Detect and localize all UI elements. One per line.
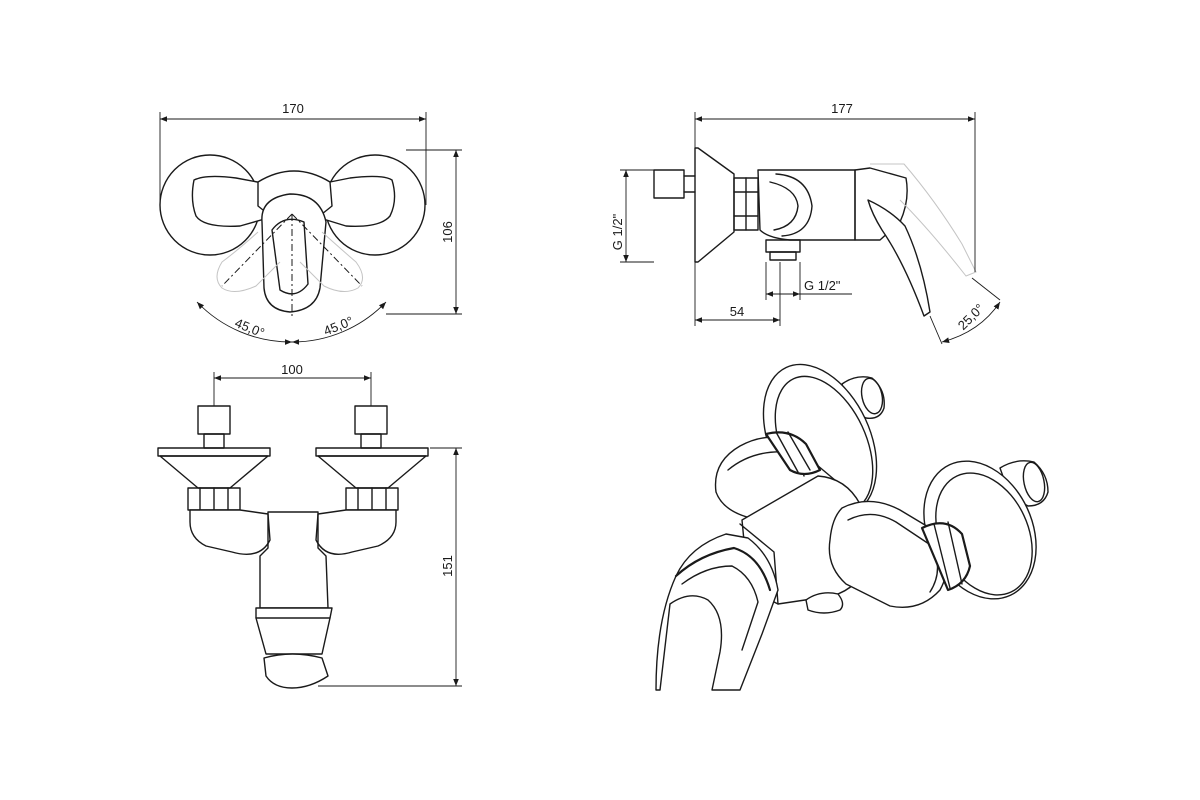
- top-left-arm: [189, 509, 271, 555]
- side-lever: [867, 199, 931, 317]
- front-lever-inner: [271, 218, 309, 295]
- dim-top-spacing: 100: [281, 362, 303, 377]
- top-right-arm: [315, 509, 397, 555]
- top-right-cone: [317, 455, 427, 489]
- top-right-nipple: [354, 405, 388, 435]
- dim-front-height: 106: [440, 221, 455, 243]
- dim-side-inlet-thread: G 1/2": [610, 213, 625, 250]
- front-axis-left: [221, 213, 293, 287]
- front-lever-ghost-right: [299, 231, 363, 292]
- dim-side-outlet-thread: G 1/2": [804, 278, 841, 293]
- side-outlet: [765, 239, 801, 253]
- dim-side-depth: 54: [730, 304, 744, 319]
- top-right-flange: [315, 447, 429, 457]
- front-axis-right: [291, 213, 363, 287]
- iso-outlet: [805, 592, 844, 614]
- iso-right-arm: [828, 500, 949, 608]
- iso-lever: [655, 533, 779, 691]
- top-cartridge: [255, 607, 333, 655]
- top-left-nipple: [197, 405, 231, 435]
- dim-side-angle: 25,0°: [955, 301, 987, 333]
- dim-angle-left: 45,0°: [233, 315, 267, 340]
- front-view: 170 106 45,0° 45,0°: [159, 101, 462, 345]
- top-body: [259, 511, 329, 609]
- dim-side-length: 177: [831, 101, 853, 116]
- front-left-arm: [191, 175, 269, 227]
- side-inlet-nipple: [653, 169, 685, 199]
- top-left-cone: [159, 455, 269, 489]
- dim-angle-right: 45,0°: [321, 313, 355, 338]
- front-right-arm: [319, 175, 396, 227]
- side-outlet-thread: [769, 251, 797, 261]
- top-view: 100 151: [157, 362, 462, 689]
- side-view: 177 G 1/2" G 1/2" 54 25,0°: [610, 101, 1001, 345]
- top-left-flange: [157, 447, 271, 457]
- side-lever-ghost: [870, 163, 977, 277]
- isometric-view: [655, 363, 1049, 691]
- iso-right-nut: [920, 522, 972, 592]
- side-body-curve: [775, 173, 813, 237]
- dim-front-width: 170: [282, 101, 304, 116]
- top-lever: [263, 653, 329, 689]
- side-body: [757, 169, 856, 241]
- front-lever-ghost-left: [216, 231, 281, 292]
- dim-top-height: 151: [440, 555, 455, 577]
- side-body-curve-inner: [769, 181, 799, 231]
- side-escutcheon: [694, 147, 735, 263]
